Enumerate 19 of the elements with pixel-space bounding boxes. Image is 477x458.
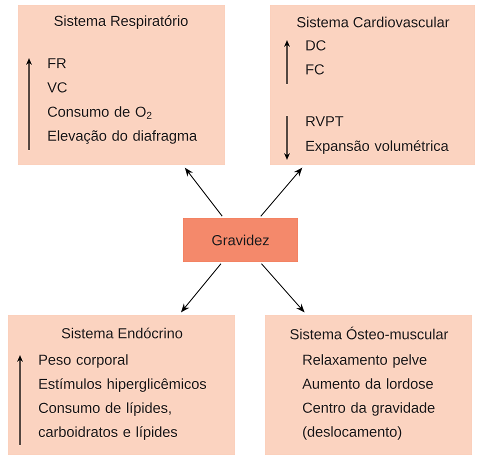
list-item: DC [306,40,326,50]
list-item: Consumo de lípides, carboidratos e lípides [38,402,178,440]
list-item: Centro da gravidade (deslocamento) [302,402,435,440]
list-item: Peso corporal [39,354,128,368]
list-item: FR [48,58,66,68]
box-heading: Sistema Ósteo-muscular [290,326,448,340]
box-heading: Sistema Endócrino [62,328,182,338]
center-box: Gravidez [183,218,298,262]
list-item: Estímulos hiperglicêmicos [39,378,206,392]
list-item: Elevação do diafragma [48,130,198,144]
box-heading: Sistema Respiratório [54,15,188,29]
list-item: Expansão volumétrica [306,140,449,154]
list-item: Aumento da lordose [302,378,433,389]
list-item: RVPT [306,116,344,126]
list-item: FC [306,64,324,74]
list-item: Relaxamento pelve [303,354,426,368]
list-item: Consumo de O$_{2}$ [48,106,152,119]
box-heading: Sistema Cardiovascular [297,16,450,28]
list-item: VC [47,82,67,92]
